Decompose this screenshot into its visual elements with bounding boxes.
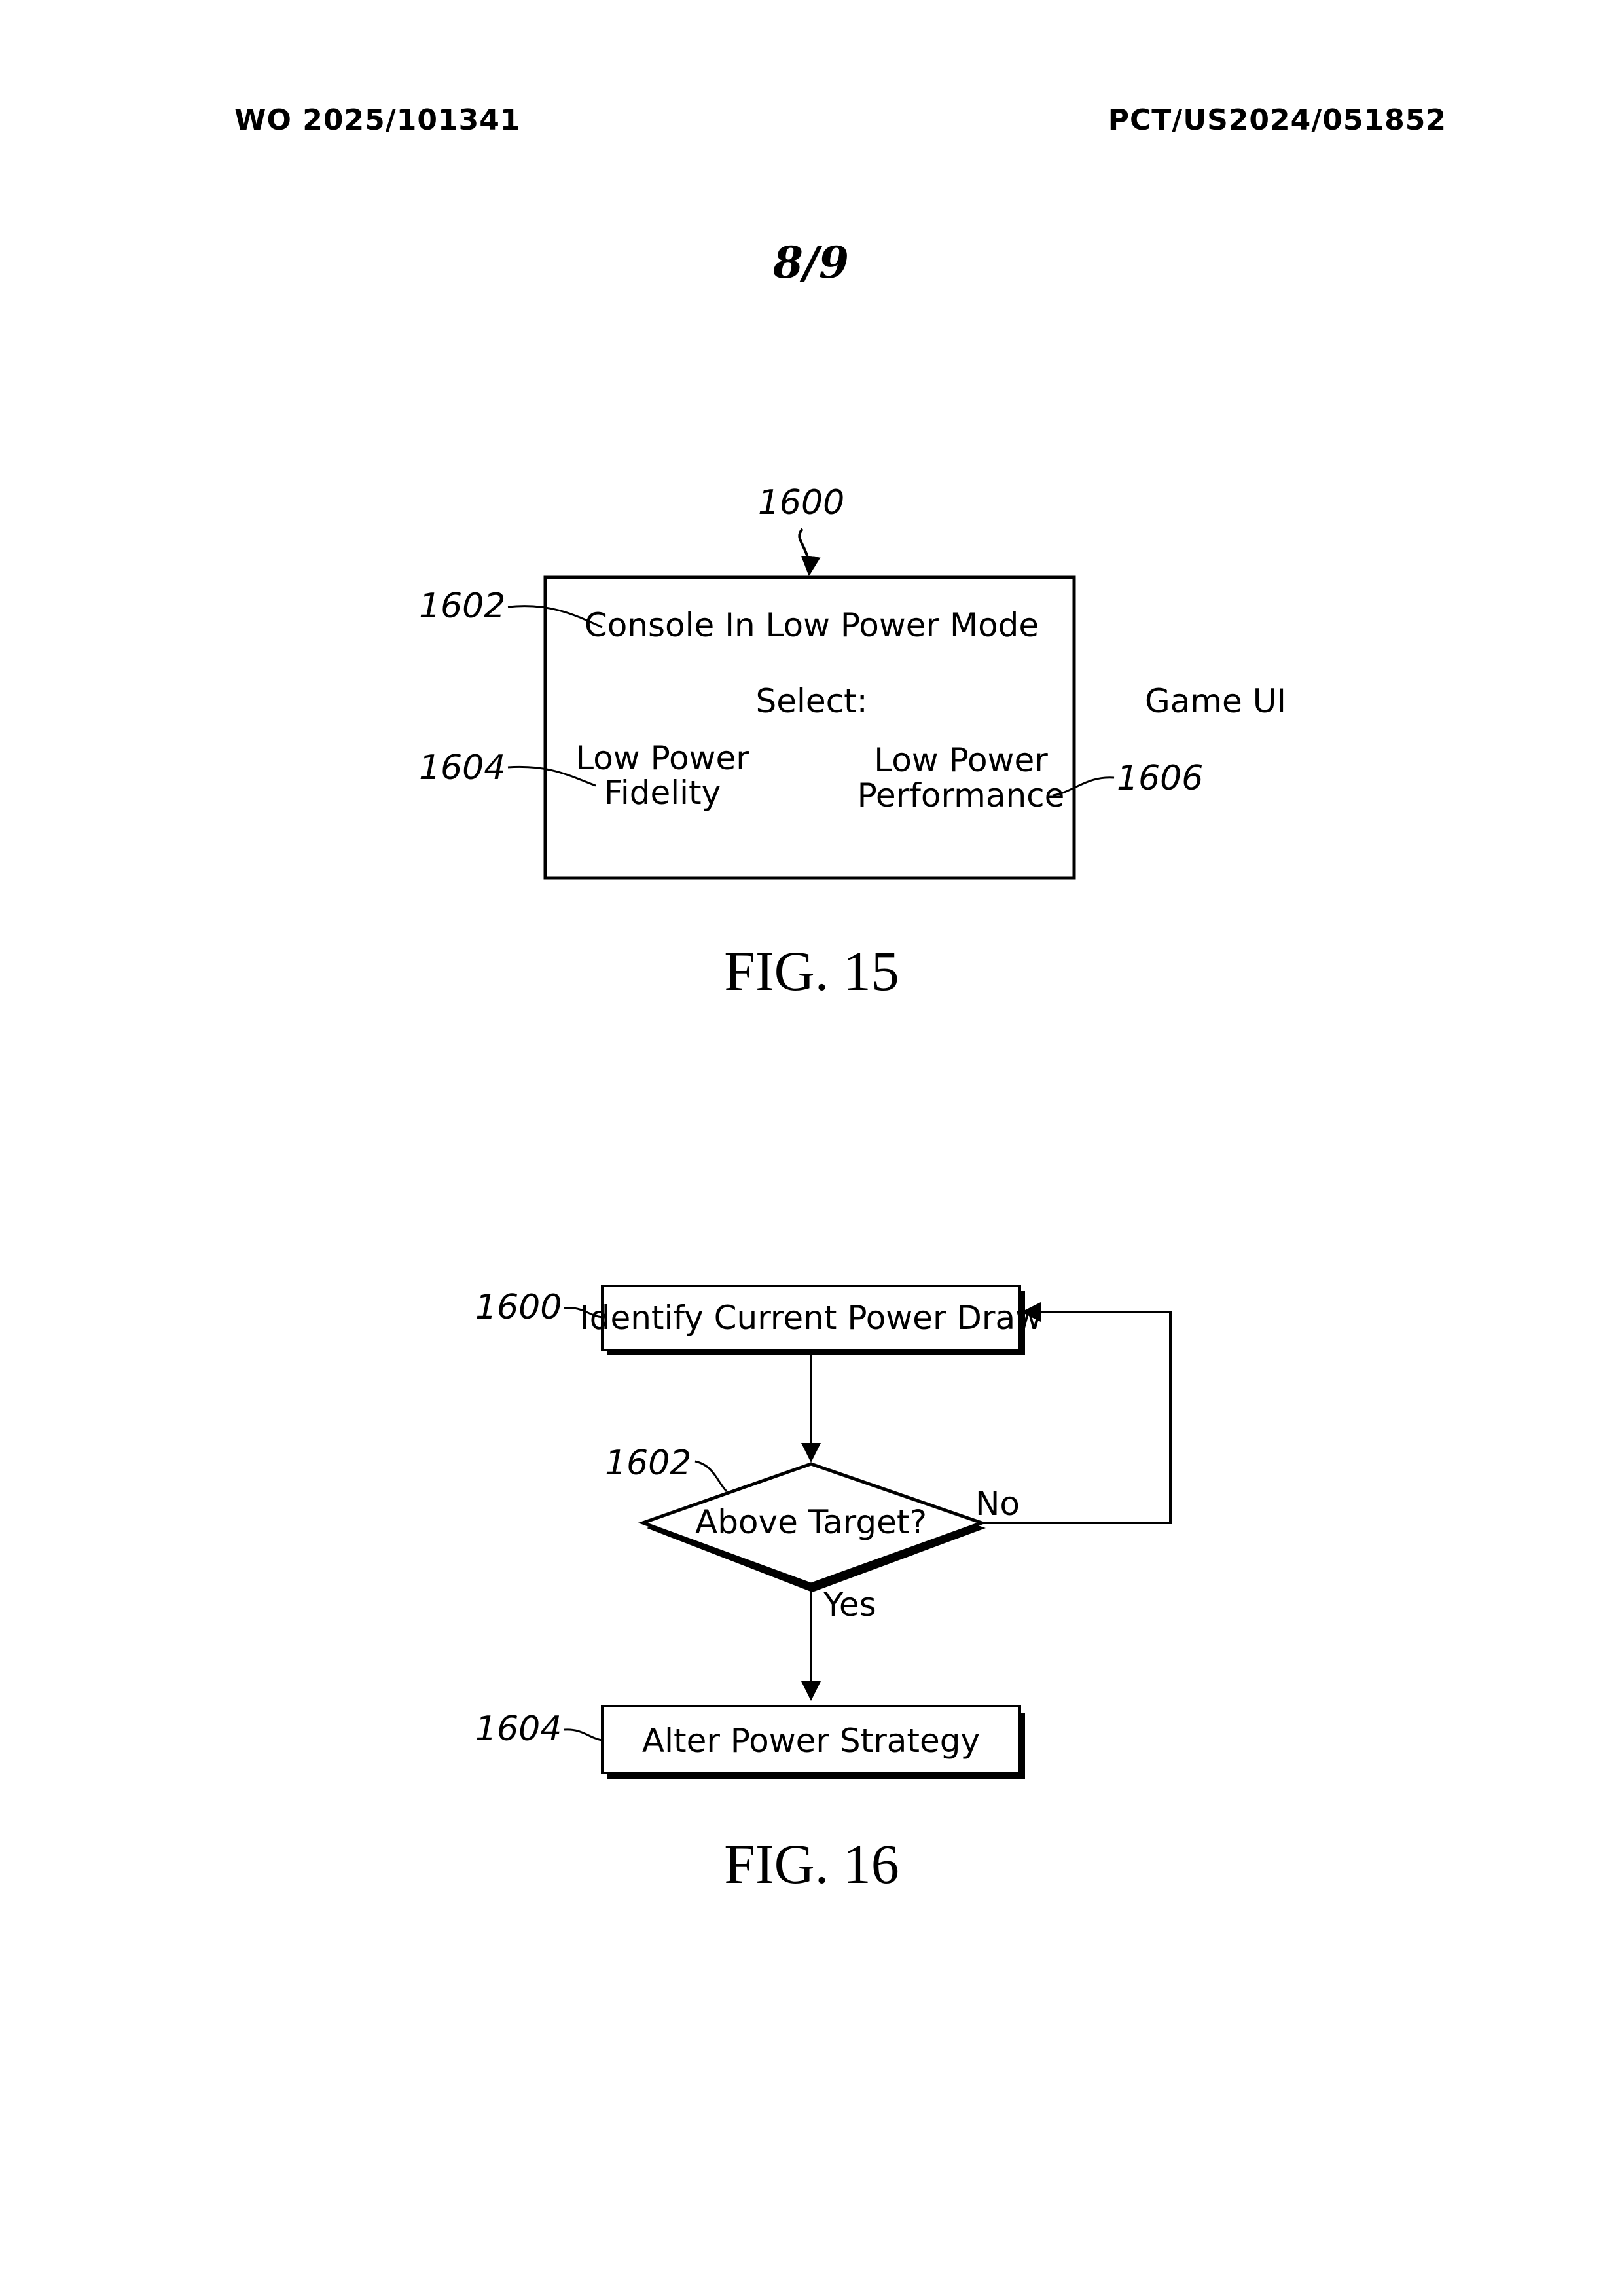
- no-branch-label: No: [975, 1485, 1020, 1523]
- fig16-ref-step2: 1604: [475, 1709, 562, 1749]
- low-power-fidelity-option-line1: Low Power: [575, 739, 749, 777]
- fig15-ref-title-leader: [507, 605, 603, 629]
- identify-power-draw-label: Identify Current Power Draw: [580, 1299, 1042, 1337]
- identify-power-draw-box: [601, 1285, 1021, 1351]
- fig16-ref-decision-leader: [694, 1460, 728, 1493]
- low-power-performance-option-line1: Low Power: [874, 741, 1048, 779]
- fig16-ref-decision: 1602: [605, 1444, 691, 1483]
- select-prompt: Select:: [755, 682, 867, 720]
- fig15-ref-screen-arrow: [798, 528, 821, 576]
- yes-branch-label: Yes: [823, 1586, 876, 1624]
- fig15-ref-title: 1602: [419, 587, 505, 626]
- alter-power-strategy-label: Alter Power Strategy: [642, 1722, 980, 1760]
- alter-power-strategy-box: [601, 1705, 1021, 1774]
- above-target-diamond: [638, 1462, 987, 1586]
- game-ui-label: Game UI: [1145, 682, 1286, 720]
- fig15-ref-left-leader: [507, 765, 596, 787]
- fig16-ref-step1: 1600: [475, 1288, 562, 1327]
- fig16-ref-step1-leader: [564, 1307, 603, 1319]
- above-target-label: Above Target?: [695, 1503, 927, 1541]
- fig16-ref-step2-leader: [564, 1728, 603, 1741]
- low-power-fidelity-option-line2: Fidelity: [604, 774, 721, 812]
- fig16-flowchart: Identify Current Power Draw 1600 Above T…: [475, 1285, 1172, 1895]
- fig15-ref-right-option: 1606: [1117, 759, 1203, 798]
- fig15-ref-right-leader: [1052, 776, 1115, 797]
- fig15-diagram: 1600 1602 Console In Low Power Mode Sele…: [419, 483, 1286, 1002]
- fig15-caption: FIG. 15: [724, 939, 899, 1002]
- low-power-performance-option-line2: Performance: [857, 776, 1065, 814]
- game-ui-screen-box: [543, 575, 1076, 880]
- sheet-number: 8/9: [773, 237, 849, 288]
- application-number: PCT/US2024/051852: [1108, 103, 1447, 137]
- fig16-caption: FIG. 16: [724, 1832, 899, 1895]
- screen-title: Console In Low Power Mode: [585, 606, 1039, 644]
- publication-number: WO 2025/101341: [234, 103, 521, 137]
- no-branch-loop-arrow: [982, 1302, 1172, 1524]
- fig15-ref-left-option: 1604: [419, 748, 505, 788]
- fig15-ref-screen: 1600: [758, 483, 844, 522]
